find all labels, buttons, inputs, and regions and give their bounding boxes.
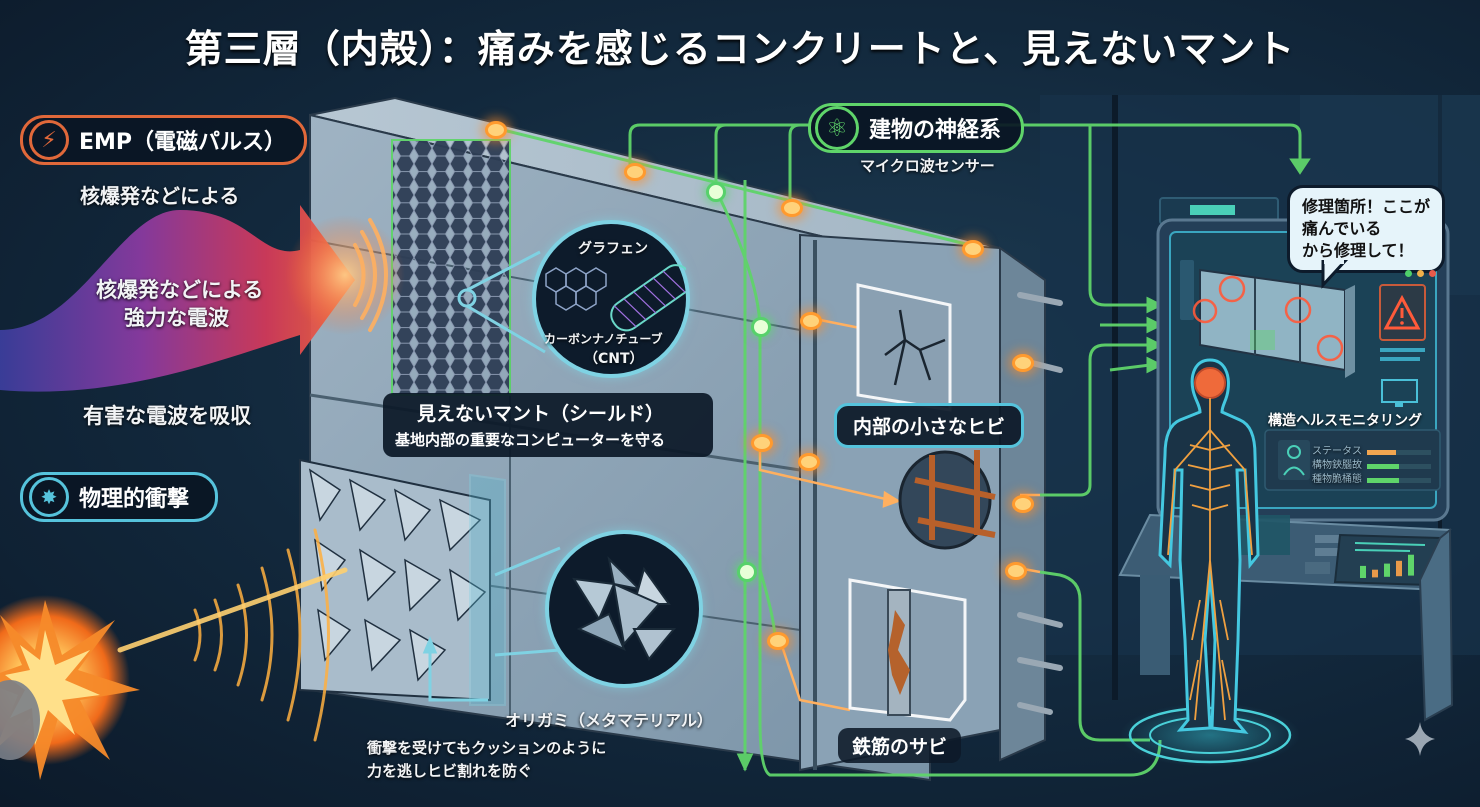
crack-inspection-window bbox=[856, 283, 952, 412]
nerve-node bbox=[751, 317, 771, 337]
speech-line2: 痛んでいる bbox=[1302, 219, 1382, 238]
console-chart-bar bbox=[1384, 563, 1390, 577]
speech-line1: 修理箇所！ここが bbox=[1302, 197, 1431, 216]
origami-shape-icon bbox=[572, 555, 677, 661]
sensor-node bbox=[800, 312, 822, 330]
status-label: ステータス bbox=[1312, 446, 1362, 457]
sensor-node bbox=[798, 453, 820, 471]
console-chart-bar bbox=[1372, 569, 1378, 578]
explosion-illustration bbox=[0, 528, 348, 780]
origami-label: オリガミ（メタマテリアル） bbox=[505, 711, 713, 730]
page-title: 第三層（内殻）：痛みを感じるコンクリートと、見えないマント bbox=[184, 27, 1296, 71]
graphene-shield-layer bbox=[391, 139, 511, 396]
speech-bubble-tail bbox=[1321, 260, 1349, 289]
window-dot-yellow bbox=[1417, 270, 1424, 277]
cnt-label-line1: カーボンナノチューブ bbox=[544, 332, 663, 346]
emp-subtitle: 核爆発などによる bbox=[80, 184, 240, 208]
sensor-node bbox=[1005, 562, 1027, 580]
shield-title: 見えないマント（シールド） bbox=[417, 403, 665, 425]
repair-alert-speech-bubble: 修理箇所！ここが 痛んでいる から修理して！ bbox=[1287, 185, 1446, 273]
graphene-molecule-icon bbox=[545, 264, 686, 332]
sensor-node bbox=[1012, 354, 1034, 372]
status-bar bbox=[1367, 450, 1431, 455]
impact-label: 物理的衝撃 bbox=[79, 487, 190, 512]
origami-description-line2: 力を逃しヒビ割れを防ぐ bbox=[367, 762, 533, 780]
atom-icon: ⚛ bbox=[815, 106, 859, 150]
origami-layer bbox=[299, 458, 506, 706]
emp-label: EMP（電磁パルス） bbox=[79, 130, 287, 155]
emp-arrow-text-line1: 核爆発などによる bbox=[96, 278, 264, 302]
nerve-node bbox=[706, 182, 726, 202]
shm-panel-title: 構造ヘルスモニタリング bbox=[1268, 413, 1422, 429]
origami-zoom-circle bbox=[545, 530, 703, 688]
lightning-icon: ⚡ bbox=[29, 120, 69, 160]
console-bar-chart bbox=[1360, 554, 1414, 578]
cnt-label-line2: （CNT） bbox=[584, 351, 644, 367]
human-nervous-system-figure bbox=[1120, 358, 1300, 767]
sensor-node bbox=[485, 121, 507, 139]
status-bars bbox=[1367, 450, 1431, 492]
status-bar-fill bbox=[1367, 464, 1399, 469]
speech-line3: から修理して！ bbox=[1302, 241, 1414, 260]
origami-description-line1: 衝撃を受けてもクッションのように bbox=[367, 739, 607, 757]
sensor-node bbox=[962, 240, 984, 258]
nervous-system-pill: ⚛ 建物の神経系 bbox=[808, 103, 1025, 153]
nerve-network-lines bbox=[494, 123, 1311, 777]
rust-label-box: 鉄筋のサビ bbox=[838, 728, 962, 763]
shield-description-box: 見えないマント（シールド） 基地内部の重要なコンピューターを守る bbox=[383, 393, 713, 457]
cracks-label: 内部の小さなヒビ bbox=[853, 416, 1006, 438]
zoom-callout-lines bbox=[422, 250, 561, 702]
status-bar bbox=[1367, 464, 1431, 469]
cracks-label-box: 内部の小さなヒビ bbox=[834, 403, 1025, 448]
console-chart-bar bbox=[1360, 565, 1366, 578]
emp-wave-arrow bbox=[0, 205, 405, 392]
sensor-node bbox=[767, 632, 789, 650]
status-row2-label: 種物脆桶態 bbox=[1312, 474, 1362, 485]
emp-absorb-text: 有害な電波を吸収 bbox=[83, 404, 251, 428]
rust-inspection-window bbox=[848, 578, 967, 722]
nerve-node bbox=[737, 562, 757, 582]
graphene-zoom-circle: グラフェン カーボンナノチューブ （CNT） bbox=[532, 220, 690, 378]
status-bar-fill bbox=[1367, 450, 1396, 455]
status-bar-fill bbox=[1367, 478, 1399, 483]
shield-description: 基地内部の重要なコンピューターを守る bbox=[395, 431, 666, 449]
warning-icon bbox=[1383, 294, 1421, 330]
emp-label-pill: ⚡ EMP（電磁パルス） bbox=[20, 115, 308, 165]
sparkle-icon bbox=[1405, 722, 1435, 756]
console-chart-bar bbox=[1408, 554, 1414, 576]
sensor-node bbox=[781, 199, 803, 217]
nervous-system-subtitle: マイクロ波センサー bbox=[860, 157, 995, 175]
graphene-label: グラフェン bbox=[578, 241, 648, 257]
sensor-node bbox=[751, 434, 773, 452]
impact-label-pill: ✸ 物理的衝撃 bbox=[20, 472, 219, 522]
console-chart-bar bbox=[1396, 560, 1402, 577]
rust-label: 鉄筋のサビ bbox=[852, 736, 948, 758]
window-dot-green bbox=[1405, 270, 1412, 277]
sensor-node bbox=[1012, 495, 1034, 513]
window-controls bbox=[1405, 270, 1436, 277]
window-dot-red bbox=[1429, 270, 1436, 277]
status-row1-label: 構物鋏腦故 bbox=[1312, 460, 1362, 471]
exposed-rebar-hole bbox=[898, 450, 996, 550]
emp-arrow-text-line2: 強力な電波 bbox=[124, 306, 229, 330]
nervous-system-label: 建物の神経系 bbox=[869, 118, 1002, 143]
explosion-icon: ✸ bbox=[29, 477, 69, 517]
sensor-node bbox=[624, 163, 646, 181]
status-bar bbox=[1367, 478, 1431, 483]
